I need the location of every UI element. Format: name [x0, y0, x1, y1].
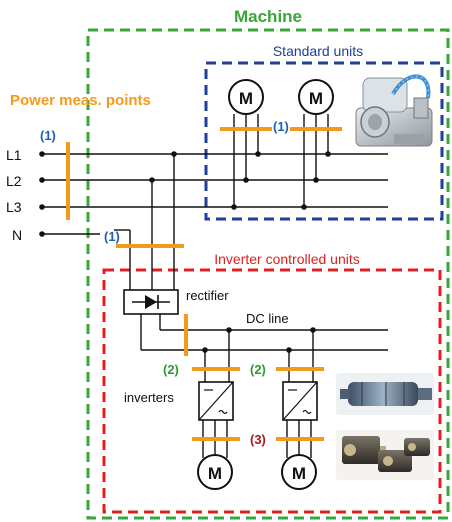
dc-line-label: DC line [246, 311, 289, 326]
phase-label-l1: L1 [6, 147, 22, 163]
machine-frame [86, 28, 450, 520]
rectifier-label: rectifier [186, 288, 229, 303]
motor-label: M [239, 89, 253, 108]
standard-unit-1-dots [231, 151, 261, 210]
motor-icon [298, 79, 334, 115]
inverter-symbol [282, 381, 318, 421]
inverter-1-output-meas-bar [192, 437, 240, 441]
inverter-symbol [198, 381, 234, 421]
inverters-label: inverters [124, 390, 174, 405]
phase-label-l2: L2 [6, 173, 22, 189]
standard-meas-bar-2 [290, 127, 342, 131]
standard-units-label: Standard units [273, 43, 363, 59]
phase-label-l3: L3 [6, 199, 22, 215]
marker-1-main: (1) [40, 128, 56, 143]
motor-icon [197, 454, 233, 490]
standard-unit-2-dots [301, 151, 331, 210]
inverter-units-label: Inverter controlled units [214, 251, 360, 267]
motor-label: M [292, 464, 306, 483]
inverter-2-dots [286, 327, 316, 353]
inverter-2-dc-meas-bar [276, 367, 324, 371]
main-meas-bar [66, 142, 70, 220]
marker-1-inverter-feed: (1) [104, 229, 120, 244]
machine-title: Machine [234, 7, 302, 26]
dc-line-wiring [140, 314, 388, 351]
marker-2-inverter-2: (2) [250, 362, 266, 377]
standard-meas-bar-1 [220, 127, 272, 131]
rectifier-symbol [123, 289, 179, 315]
motor-icon [228, 79, 264, 115]
marker-1-standard: (1) [273, 119, 289, 134]
terminal-dots [39, 151, 45, 237]
inverter-1-dc-meas-bar [192, 367, 240, 371]
motor-label: M [309, 89, 323, 108]
standard-units-frame [204, 61, 444, 221]
inverter-feed-dots [149, 151, 177, 183]
dc-meas-bar [184, 314, 188, 356]
motor-label: M [208, 464, 222, 483]
inverter-units-frame [102, 268, 442, 514]
power-meas-points-label: Power meas. points [10, 92, 151, 109]
marker-2-inverter-1: (2) [163, 362, 179, 377]
marker-3-output: (3) [250, 432, 266, 447]
pump-photo [355, 74, 433, 147]
phase-label-n: N [12, 227, 22, 243]
inverter-1-dots [202, 327, 232, 353]
servo-motors-photo [336, 430, 434, 480]
motor-icon [281, 454, 317, 490]
main-bus-wires [42, 153, 388, 235]
inverter-feed-meas-bar [116, 244, 184, 248]
inverter-2-output-meas-bar [276, 437, 324, 441]
inverter-feed-wiring [114, 154, 175, 290]
spindle-photo [336, 373, 434, 415]
